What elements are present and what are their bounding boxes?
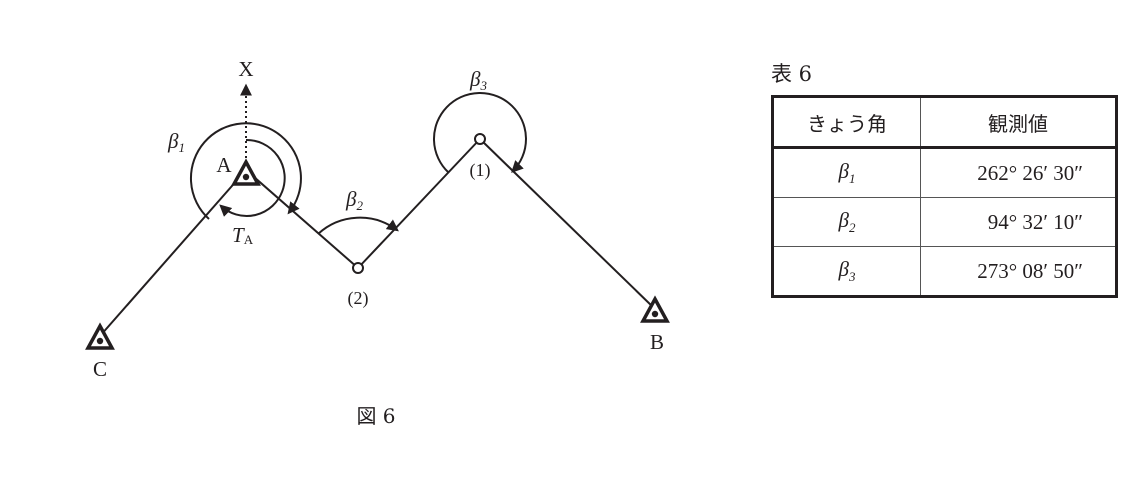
table-row: β2 94° 32′ 10″ — [772, 197, 1117, 247]
traverse-diagram: X A C B (1) (2) β1 β2 β3 TA 図 6 — [85, 57, 670, 428]
label-x: X — [238, 57, 253, 81]
beta3-arc — [433, 92, 527, 174]
table-header-row: きょう角 観測値 — [772, 96, 1117, 149]
figure-caption: 図 6 — [356, 404, 395, 428]
label-beta1: β1 — [167, 129, 185, 155]
label-ta: TA — [232, 223, 254, 247]
angle-cell: β2 — [772, 197, 921, 247]
label-a: A — [216, 153, 232, 177]
station-a-marker — [231, 158, 261, 186]
point-1-marker — [474, 133, 486, 145]
traverse-line-a-2 — [245, 169, 359, 269]
header-value: 観測値 — [920, 96, 1117, 149]
label-beta3: β3 — [469, 67, 487, 93]
ta-arc — [219, 138, 286, 217]
beta2-arc — [317, 216, 399, 235]
beta1-arc — [190, 122, 302, 220]
label-point-1: (1) — [470, 160, 491, 181]
traverse-line-2-1 — [357, 138, 481, 269]
station-b-marker — [640, 295, 670, 323]
label-c: C — [93, 357, 107, 381]
observation-table: きょう角 観測値 β1 262° 26′ 30″ β2 94° 32′ 10″ … — [771, 95, 1118, 298]
angle-cell: β1 — [772, 147, 921, 198]
station-c-marker — [85, 322, 115, 350]
value-cell: 94° 32′ 10″ — [920, 197, 1117, 247]
angle-cell: β3 — [772, 246, 921, 297]
table-title: 表 6 — [771, 62, 813, 86]
label-point-2: (2) — [348, 288, 369, 309]
point-2-marker — [352, 262, 364, 274]
label-beta2: β2 — [345, 187, 363, 213]
table-row: β1 262° 26′ 30″ — [772, 147, 1117, 198]
label-b: B — [650, 330, 664, 354]
traverse-line-1-b — [479, 138, 656, 310]
header-angle: きょう角 — [772, 96, 921, 149]
value-cell: 262° 26′ 30″ — [920, 147, 1117, 198]
table-row: β3 273° 08′ 50″ — [772, 246, 1117, 297]
value-cell: 273° 08′ 50″ — [920, 246, 1117, 297]
traverse-line-c-a — [99, 169, 247, 337]
